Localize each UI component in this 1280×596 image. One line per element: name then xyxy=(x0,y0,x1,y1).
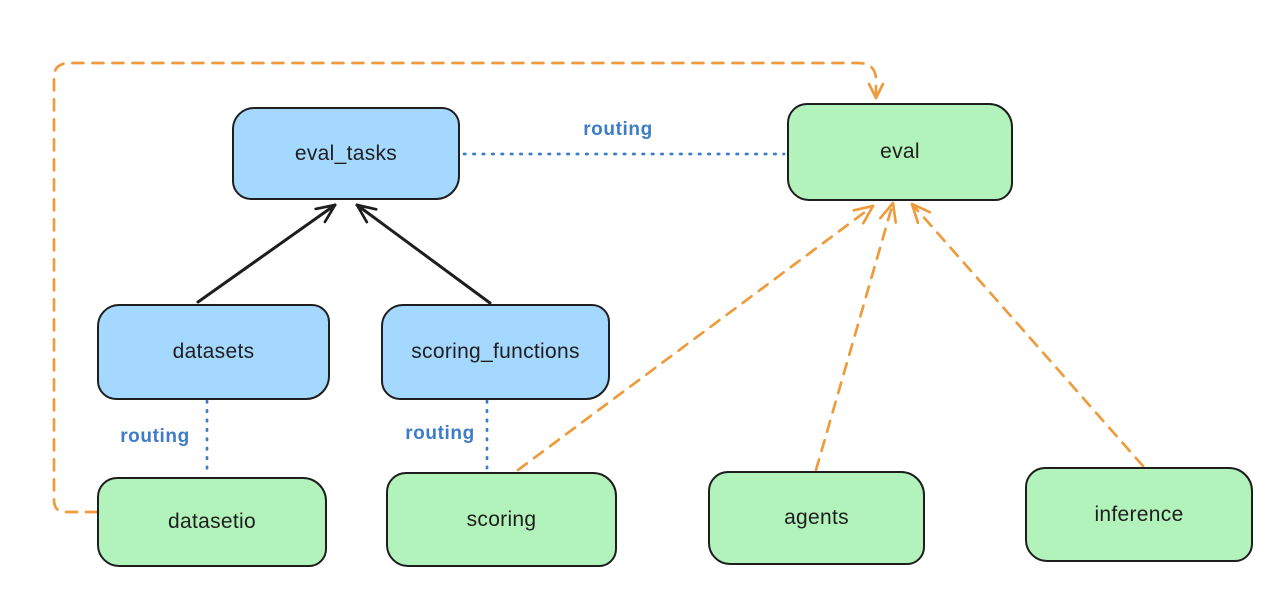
edge-inference-to-eval xyxy=(910,202,1145,468)
node-agents-label: agents xyxy=(784,506,849,529)
arrowhead-datasets-to-eval-tasks xyxy=(314,203,337,224)
edge-label-routing-eval-tasks-eval: routing xyxy=(583,119,653,140)
edge-datasets-to-eval-tasks xyxy=(196,203,337,304)
edge-scoring-to-eval xyxy=(516,204,875,472)
node-eval-label: eval xyxy=(880,140,920,163)
node-scoring-label: scoring xyxy=(466,507,537,531)
arrowhead-scoring-to-eval xyxy=(852,204,875,225)
node-datasetio-label: datasetio xyxy=(168,510,256,533)
edge-agents-to-eval xyxy=(814,201,895,472)
node-inference: inference xyxy=(1025,467,1253,562)
node-scoring-functions-label: scoring_functions xyxy=(411,340,580,363)
node-datasetio: datasetio xyxy=(97,477,327,567)
node-inference-label: inference xyxy=(1094,502,1184,526)
arrowhead-agents-to-eval xyxy=(878,201,898,224)
arrowhead-inference-to-eval xyxy=(910,202,932,225)
node-datasets-label: datasets xyxy=(172,340,255,363)
edge-datasetio-to-eval-loop xyxy=(52,61,878,514)
arrowhead-scoring-functions-to-eval-tasks xyxy=(355,203,378,224)
node-eval-tasks-label: eval_tasks xyxy=(294,141,398,165)
node-eval-tasks: eval_tasks xyxy=(232,107,460,200)
node-agents: agents xyxy=(708,471,925,565)
node-datasets: datasets xyxy=(97,304,330,400)
arrowhead-datasetio-to-eval xyxy=(867,82,885,100)
edge-label-routing-datasets-datasetio: routing xyxy=(120,426,190,447)
edge-label-routing-scoring-functions-scoring: routing xyxy=(405,423,475,444)
edge-scoring-functions-to-eval-tasks xyxy=(355,203,492,305)
node-scoring-functions: scoring_functions xyxy=(381,304,610,400)
node-scoring: scoring xyxy=(386,472,617,567)
node-eval: eval xyxy=(787,103,1013,201)
